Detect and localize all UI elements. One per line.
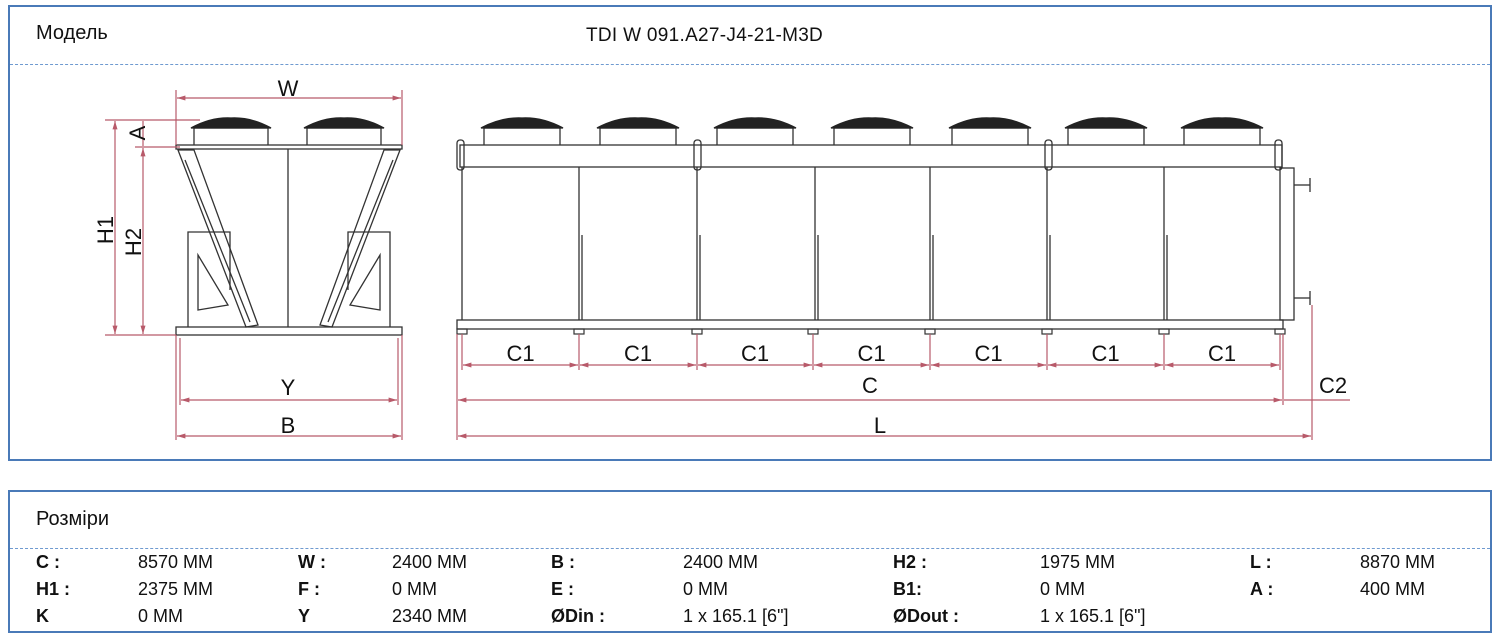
dimension-label: L :: [1250, 552, 1272, 572]
dim-C1-label: C1: [974, 341, 1002, 366]
dimension-label: H1 :: [36, 579, 71, 599]
dimension-label: B :: [551, 552, 575, 572]
top-frame: [175, 144, 403, 150]
right-coil: [319, 149, 401, 328]
front-view: [456, 117, 1311, 330]
dimensions-divider: [10, 548, 1490, 549]
dimension-label: ØDout :: [893, 606, 959, 626]
dimension-label: A :: [1250, 579, 1274, 599]
left-leg: [187, 231, 231, 327]
dim-W-label: W: [278, 76, 299, 101]
model-drawing-panel: Модель TDI W 091.A27-J4-21-M3D: [8, 5, 1492, 461]
dimension-label: C :: [36, 552, 60, 572]
dim-C1-label: C1: [506, 341, 534, 366]
header-pipe: [1279, 167, 1295, 321]
dimension-value: 1 x 165.1 [6"]: [1040, 606, 1146, 626]
header-divider: [10, 64, 1490, 65]
dimension-value: 2340 MM: [392, 606, 468, 626]
dim-C1-label: C1: [1091, 341, 1119, 366]
dimension-value: 8870 MM: [1360, 552, 1436, 572]
front-fan: [948, 117, 1032, 145]
left-coil: [177, 149, 259, 328]
dimension-value: 400 MM: [1360, 579, 1426, 599]
dim-C1-label: C1: [1208, 341, 1236, 366]
model-value: TDI W 091.A27-J4-21-M3D: [586, 25, 824, 46]
dim-C1-label: C1: [624, 341, 652, 366]
dimension-label: Y: [298, 606, 311, 626]
side-view: [175, 117, 403, 336]
dim-H2-label: H2: [121, 228, 146, 256]
dimension-label: E :: [551, 579, 575, 599]
dimension-label: H2 :: [893, 552, 928, 572]
dim-C2-label: C2: [1319, 373, 1347, 398]
dimension-value: 2400 MM: [392, 552, 468, 572]
front-fan: [480, 117, 564, 145]
dimension-value: 1 x 165.1 [6"]: [683, 606, 789, 626]
dimension-value: 8570 MM: [138, 552, 214, 572]
dimension-drawing: W A H1 H2 Y B C1 C1 C1 C1 C1 C1 C1 C C2 L: [93, 76, 1350, 440]
dimension-label: B1:: [893, 579, 923, 599]
dim-C1-label: C1: [857, 341, 885, 366]
dimensions-title: Розміри: [36, 508, 110, 530]
front-fan: [596, 117, 680, 145]
dim-H1-label: H1: [93, 216, 118, 244]
dimension-value: 2375 MM: [138, 579, 214, 599]
model-label: Модель: [36, 22, 108, 44]
dim-C1-label: C1: [741, 341, 769, 366]
dim-B-label: B: [281, 413, 296, 438]
dimension-label: W :: [298, 552, 326, 572]
dimension-label: ØDin :: [551, 606, 605, 626]
dim-A-label: A: [125, 125, 150, 140]
front-fan: [830, 117, 914, 145]
dimensions-panel: Розміри C : 8570 MM W : 2400 MM B : 2400 MM H2…: [8, 490, 1492, 633]
dimension-value: 1975 MM: [1040, 552, 1116, 572]
dimension-value: 0 MM: [1040, 579, 1085, 599]
dimension-value: 0 MM: [392, 579, 437, 599]
dimension-label: F :: [298, 579, 320, 599]
side-fan: [190, 117, 272, 145]
front-fan: [1180, 117, 1264, 145]
front-fan: [713, 117, 797, 145]
dimension-value: 0 MM: [138, 606, 183, 626]
base-rail: [456, 319, 1284, 330]
dim-L-label: L: [874, 413, 886, 438]
top-rail: [459, 144, 1283, 168]
dimension-label: K: [36, 606, 49, 626]
base-plate: [175, 326, 403, 336]
side-fan: [303, 117, 385, 145]
dim-C-label: C: [862, 373, 878, 398]
dimension-value: 0 MM: [683, 579, 728, 599]
dimension-value: 2400 MM: [683, 552, 759, 572]
front-fan: [1064, 117, 1148, 145]
dim-Y-label: Y: [281, 375, 296, 400]
right-leg: [347, 231, 391, 327]
